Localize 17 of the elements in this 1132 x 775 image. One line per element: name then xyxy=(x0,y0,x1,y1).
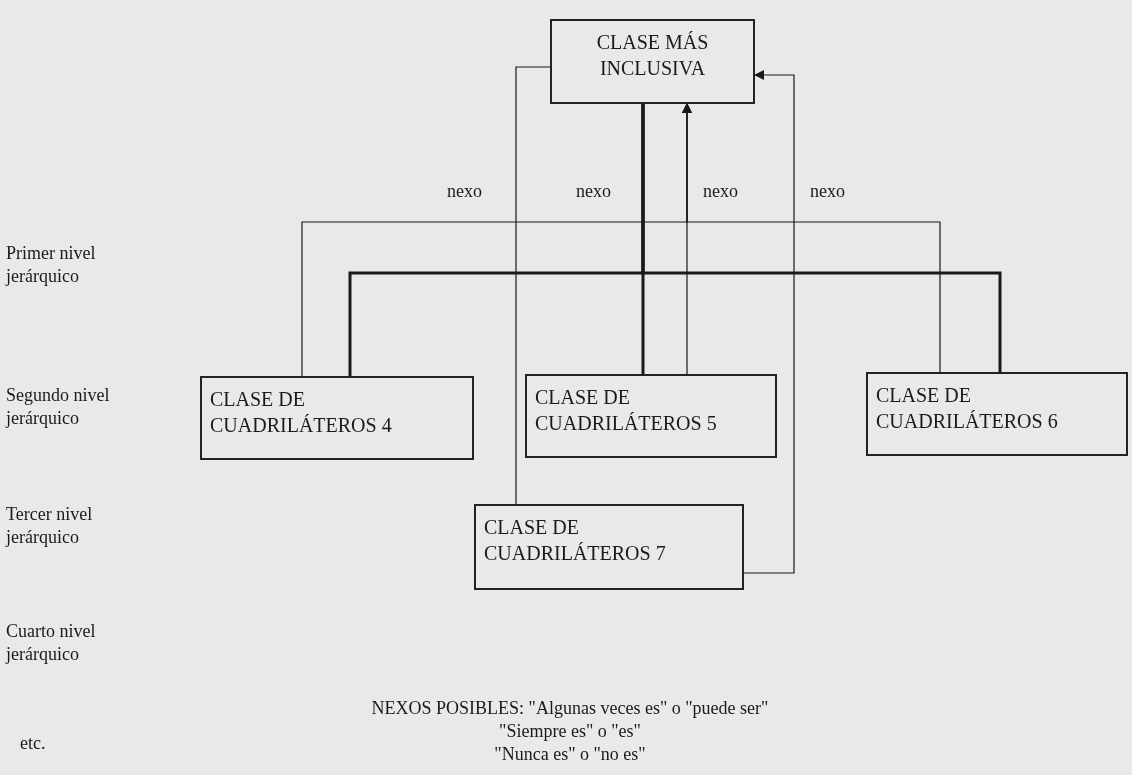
level-label: Cuarto nivel jerárquico xyxy=(6,620,97,667)
note-text: "Nunca es" o "no es" xyxy=(493,743,647,766)
arrow xyxy=(682,103,941,373)
class-box: CLASE DE CUADRILÁTEROS 5 xyxy=(525,374,777,458)
connector-line xyxy=(641,104,1002,372)
note-text: "Siempre es" o "es" xyxy=(498,720,642,743)
note-text: NEXOS POSIBLES: "Algunas veces es" o "puede ser" xyxy=(370,697,770,720)
class-box: CLASE DE CUADRILÁTEROS 7 xyxy=(474,504,744,590)
class-box: CLASE DE CUADRILÁTEROS 6 xyxy=(866,372,1128,456)
level-label: Tercer nivel jerárquico xyxy=(6,503,94,550)
class-box: CLASE DE CUADRILÁTEROS 4 xyxy=(200,376,474,460)
level-label: Segundo nivel jerárquico xyxy=(6,384,111,431)
class-box: CLASE MÁS INCLUSIVA xyxy=(550,19,755,104)
note-text: etc. xyxy=(20,732,47,755)
level-label: Primer nivel jerárquico xyxy=(6,242,97,289)
arrow xyxy=(743,70,795,574)
connector-line xyxy=(515,66,551,505)
